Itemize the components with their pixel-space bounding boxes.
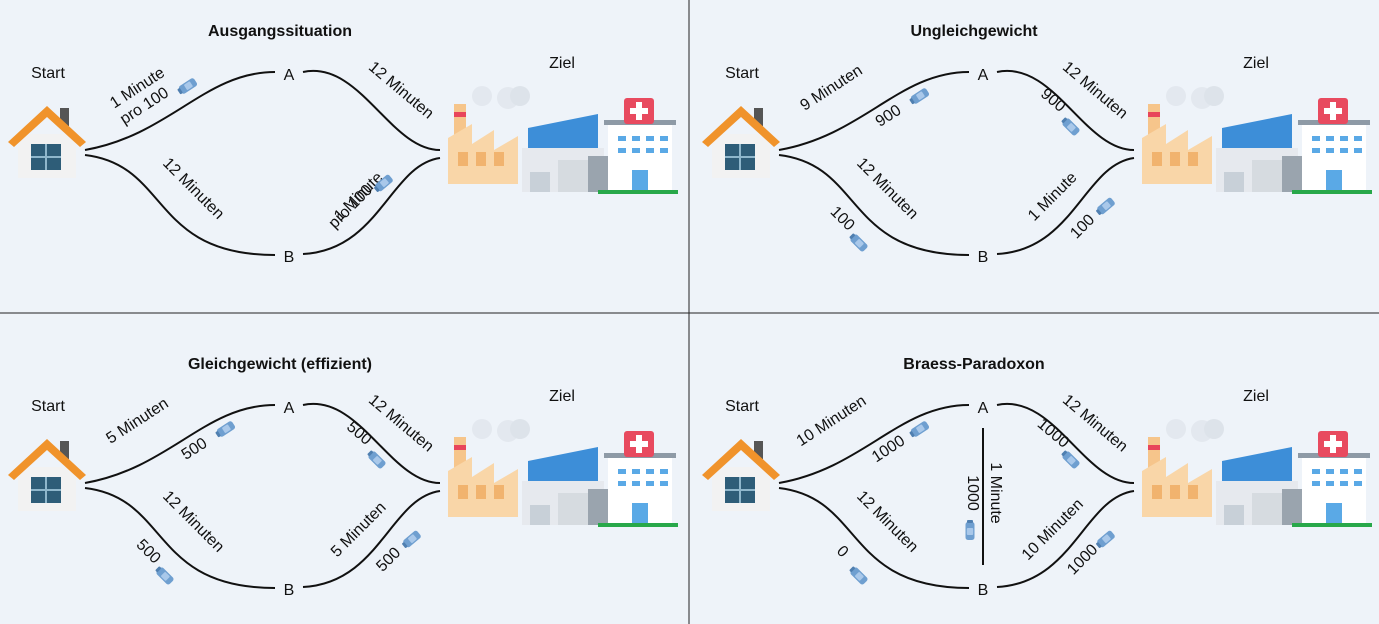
car-icon: [965, 520, 975, 540]
panel-title: Ausgangssituation: [208, 23, 352, 40]
car-icon: [214, 420, 236, 439]
goal-buildings-icon: [448, 86, 678, 194]
panel-title: Braess-Paradoxon: [903, 356, 1044, 373]
edge-start-b-extra: 0: [833, 543, 851, 561]
road-start-b: [778, 487, 970, 589]
panel-title: Gleichgewicht (effizient): [188, 356, 372, 373]
edge-a-b-extra: 1000: [964, 475, 981, 511]
car-icon: [908, 87, 930, 106]
goal-buildings-icon: [448, 419, 678, 527]
car-icon: [366, 449, 387, 470]
road-start-a: [778, 71, 970, 151]
edge-a-ziel-time: 12 Minuten: [365, 392, 437, 456]
house-icon: [7, 105, 87, 179]
node-b: B: [284, 582, 295, 599]
car-icon: [1060, 449, 1081, 470]
car-icon: [1060, 116, 1081, 137]
car-icon: [154, 565, 175, 586]
house-icon: [701, 105, 781, 179]
edge-a-b-time: 1 Minute: [987, 462, 1004, 523]
car-icon: [1094, 196, 1116, 217]
edge-b-ziel-extra: 100: [1067, 211, 1098, 242]
start-label: Start: [725, 65, 759, 82]
edge-start-b-extra: 500: [133, 536, 164, 567]
ziel-label: Ziel: [549, 55, 575, 72]
edge-a-ziel-extra: 1000: [1034, 416, 1072, 452]
edge-b-ziel-extra: pro 100: [326, 182, 376, 232]
road-a-ziel: [996, 69, 1135, 151]
node-b: B: [978, 582, 989, 599]
edge-start-b-extra: 100: [827, 203, 858, 234]
node-b: B: [284, 249, 295, 266]
house-icon: [701, 438, 781, 512]
edge-b-ziel-time: 5 Minuten: [328, 499, 390, 561]
edge-a-ziel-time: 12 Minuten: [1059, 392, 1131, 456]
road-b-ziel: [302, 490, 441, 588]
goal-buildings-icon: [1142, 419, 1372, 527]
car-icon: [848, 565, 869, 586]
ziel-label: Ziel: [549, 388, 575, 405]
car-icon: [400, 529, 422, 550]
node-b: B: [978, 249, 989, 266]
car-icon: [848, 232, 869, 253]
edge-a-ziel-time: 12 Minuten: [365, 59, 437, 123]
edge-start-a-time: 5 Minuten: [103, 395, 171, 448]
road-start-a: [778, 404, 970, 484]
node-a: A: [978, 400, 989, 417]
road-a-ziel: [996, 402, 1135, 484]
car-icon: [1094, 529, 1116, 550]
node-a: A: [978, 67, 989, 84]
road-b-ziel: [996, 490, 1135, 588]
car-icon: [908, 420, 930, 439]
road-b-ziel: [996, 157, 1135, 255]
goal-buildings-icon: [1142, 86, 1372, 194]
edge-a-ziel-time: 12 Minuten: [1059, 59, 1131, 123]
road-start-b: [778, 154, 970, 256]
edge-a-ziel-extra: 500: [343, 418, 374, 448]
road-start-b: [84, 487, 276, 589]
node-a: A: [284, 67, 295, 84]
edge-a-ziel-extra: 900: [1037, 85, 1068, 115]
edge-start-a-time: 9 Minuten: [797, 62, 865, 115]
panel-title: Ungleichgewicht: [910, 23, 1038, 40]
house-icon: [7, 438, 87, 512]
car-icon: [176, 77, 198, 96]
edge-start-a-extra: 1000: [869, 432, 908, 466]
road-b-ziel: [302, 157, 441, 255]
ziel-label: Ziel: [1243, 55, 1269, 72]
road-a-ziel: [302, 69, 441, 151]
road-start-b: [84, 154, 276, 256]
start-label: Start: [31, 398, 65, 415]
start-label: Start: [31, 65, 65, 82]
ziel-label: Ziel: [1243, 388, 1269, 405]
road-a-ziel: [302, 402, 441, 484]
node-a: A: [284, 400, 295, 417]
start-label: Start: [725, 398, 759, 415]
edge-b-ziel-extra: 500: [373, 544, 404, 575]
edge-b-ziel-time: 1 Minute: [1025, 169, 1080, 224]
road-start-a: [84, 71, 276, 151]
road-start-a: [84, 404, 276, 484]
edge-start-a-time: 10 Minuten: [794, 393, 870, 450]
